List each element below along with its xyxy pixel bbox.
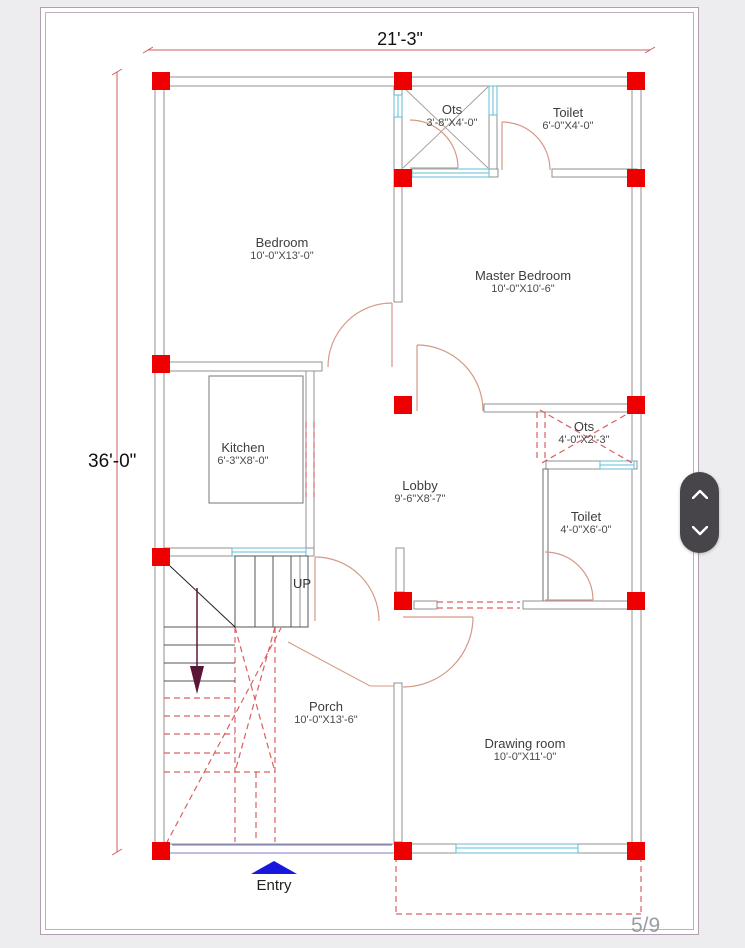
room-label-drawing-room: Drawing room 10'-0"X11'-0"	[484, 736, 566, 764]
drawing-sheet	[40, 7, 699, 935]
room-label-ots-top: Ots 3'-8"X4'-0"	[426, 102, 478, 130]
page-indicator: 5/9	[631, 914, 661, 937]
scroll-down-button[interactable]	[691, 525, 709, 537]
stair-up-label: UP	[293, 576, 312, 591]
room-label-toilet: Toilet 4'-0"X6'-0"	[560, 509, 612, 537]
entry-label: Entry	[256, 877, 292, 894]
scroll-up-button[interactable]	[691, 488, 709, 500]
room-label-lobby: Lobby 9'-6"X8'-7"	[394, 478, 446, 506]
scroll-pill	[680, 472, 719, 553]
room-label-porch: Porch 10'-0"X13'-6"	[294, 699, 358, 727]
room-label-ots-small: Ots 4'-0"X2'-3"	[558, 419, 610, 447]
dimension-height-label: 36'-0"	[88, 451, 137, 472]
chevron-down-icon	[691, 524, 708, 539]
sheet-inner-border	[45, 12, 694, 930]
room-label-kitchen: Kitchen 6'-3"X8'-0"	[217, 440, 269, 468]
room-label-bedroom: Bedroom 10'-0"X13'-0"	[250, 235, 314, 263]
dimension-width-label: 21'-3"	[377, 29, 423, 49]
room-label-toilet-top: Toilet 6'-0"X4'-0"	[542, 105, 594, 133]
room-label-master-bedroom: Master Bedroom 10'-0"X10'-6"	[474, 268, 572, 296]
chevron-up-icon	[691, 487, 708, 502]
